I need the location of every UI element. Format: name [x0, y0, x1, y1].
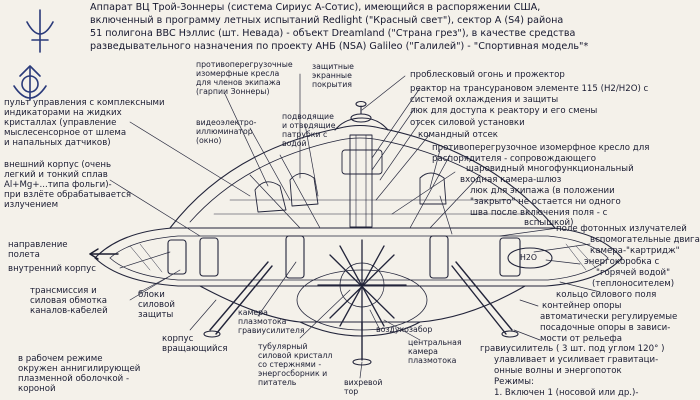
- label-aux-engines: вспомогательные двигатели: [590, 235, 700, 245]
- label-gravity-amplifier-3: онные волны и энергопоток: [494, 366, 622, 376]
- label-power-unit: отсек силовой установки: [410, 118, 525, 128]
- label-seat-operator: противоперегрузочное изомерфное кресло д…: [432, 143, 650, 153]
- flight-direction-arrow: [89, 248, 119, 260]
- label-crew-hatch: люк для экипажа (в положении: [470, 186, 615, 196]
- label-gravity-amplifier: гравиусилитель ( 3 шт. под углом 120° ): [480, 344, 665, 354]
- label-vortex-torus: вихревой тор: [344, 378, 383, 396]
- label-central-chamber: центральная камера плазмотока: [408, 338, 462, 365]
- label-seats-pilots: противоперегрузочные изомерфные кресла д…: [196, 60, 293, 96]
- label-command-section: командный отсек: [418, 130, 498, 140]
- label-flight-direction: направление полета: [8, 240, 68, 260]
- label-energy-box: энергокоробка с: [584, 257, 660, 267]
- label-crew-hatch-3: шва после включения поля - с: [470, 208, 608, 218]
- label-corridors: подводящие и отводящие патрубки с водой: [282, 112, 336, 148]
- label-reactor: реактор на трансурановом элементе 115 (H…: [410, 84, 649, 94]
- label-inner-hull: внутренний корпус: [8, 264, 96, 274]
- label-rotating-hull: корпус вращающийся: [162, 334, 228, 354]
- label-tubular-crystal: тубулярный силовой кристалл со стержнями…: [258, 342, 333, 387]
- label-landing-supports: посадочные опоры в зависи-: [540, 323, 671, 333]
- label-transmission: трансмиссия и силовая обмотка каналов-ка…: [30, 286, 108, 316]
- label-seat-operator-2: распорядителя - сопровождающего: [432, 154, 596, 164]
- label-power-ring: кольцо силового поля: [556, 290, 657, 300]
- label-auto-support: автоматически регулируемые: [540, 312, 678, 322]
- label-h2o: H2O: [520, 253, 537, 262]
- label-plasma-chamber: камера плазмотока гравиусилителя: [238, 308, 305, 335]
- label-outer-hull: внешний корпус (очень легкий и тонкий сп…: [4, 160, 131, 210]
- label-chamber-cartridge: камера-"картридж": [590, 246, 680, 256]
- header-line-2: включенный в программу летных испытаний …: [90, 15, 564, 26]
- trident-symbol: [26, 9, 54, 53]
- label-gravity-amplifier-2: улавливает и усиливает гравитаци-: [494, 355, 659, 365]
- label-mode-1: 1. Включен 1 (носовой или др.)-: [494, 388, 639, 398]
- header-line-1: Аппарат ВЦ Трой-Зоннеры (система Сириус …: [90, 2, 541, 13]
- label-heat-carrier: (теплоносителем): [592, 279, 675, 289]
- leader-lines: [109, 73, 601, 379]
- label-landing-supports-2: мости от рельефа: [540, 334, 622, 344]
- label-crew-hatch-2: "закрыто" не остается ни одного: [470, 197, 621, 207]
- label-reactor-2: системой охлаждения и защиты: [410, 95, 559, 105]
- label-modes: Режимы:: [494, 377, 534, 387]
- label-air-intake: воздухозабор: [376, 325, 433, 334]
- saucer-body: [94, 100, 623, 366]
- label-crew-hatch-4: вспышкой): [524, 218, 574, 228]
- label-sphere: шаровидный многофункциональный: [466, 164, 634, 174]
- header-line-4: разведывательного назначения по проекту …: [90, 41, 589, 52]
- label-control-panel: пульт управления с комплексными индикато…: [4, 98, 165, 148]
- label-beacon: проблесковый огонь и прожектор: [410, 70, 565, 80]
- arrow-symbol: [13, 65, 47, 101]
- label-work-mode: в рабочем режиме окружен аннигилирующей …: [18, 354, 141, 394]
- label-video-illuminator: видеоэлектро- иллюминатор (окно): [196, 118, 257, 145]
- header-line-3: 51 полигона ВВС Нэллис (шт. Невада) - об…: [90, 28, 576, 39]
- label-hatch: люк для доступа к реактору и его смены: [410, 106, 598, 116]
- label-photon-emitters: поле фотонных излучателей: [556, 224, 687, 234]
- label-protective-screens: защитные экранные покрытия: [312, 62, 354, 89]
- label-entry-chamber: входная камера-шлюз: [460, 175, 562, 185]
- label-protection-blocks: блоки силовой защиты: [138, 290, 175, 320]
- label-hot-water: "горячей водой": [596, 268, 671, 278]
- label-support-container: контейнер опоры: [542, 301, 622, 311]
